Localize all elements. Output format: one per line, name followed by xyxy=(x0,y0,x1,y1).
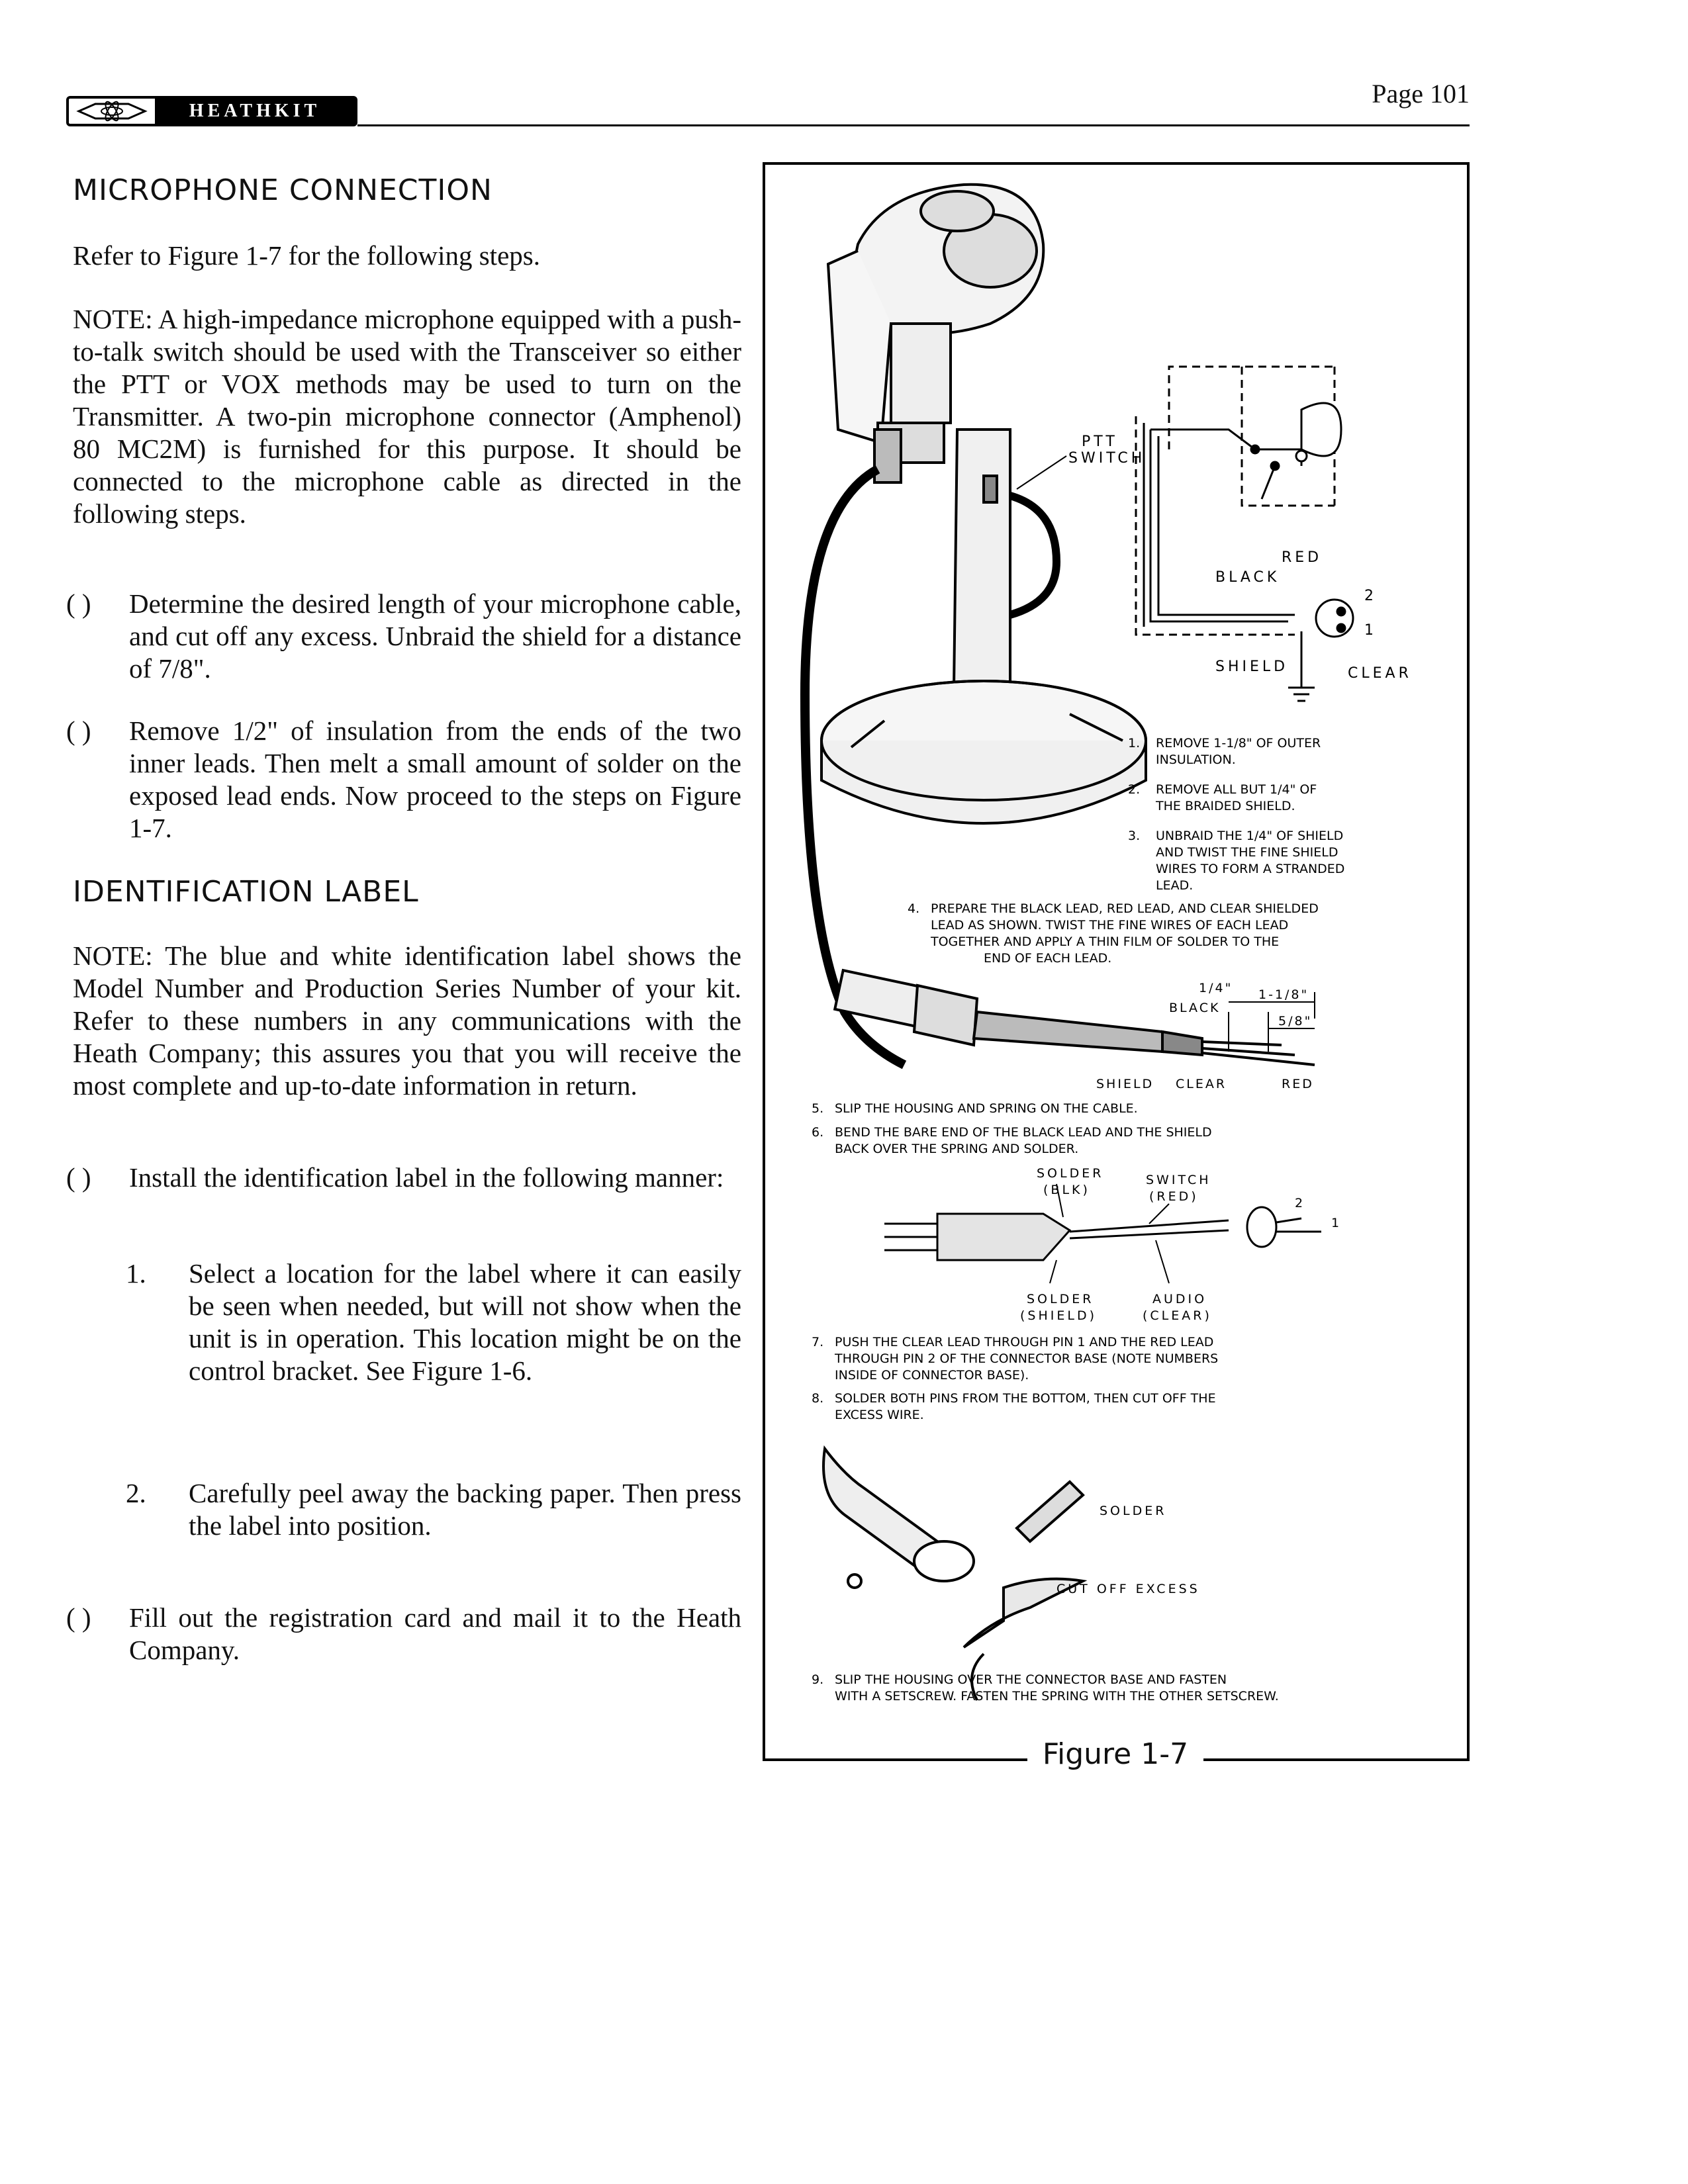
label-shield: SHIELD xyxy=(1215,659,1288,675)
numbered-substep: 1. Select a location for the label where… xyxy=(126,1258,741,1386)
label-pin-2: 2 xyxy=(1295,1196,1305,1210)
checklist-step: ( ) Remove 1/2" of insulation from the e… xyxy=(66,715,741,843)
microphone-head-icon xyxy=(826,183,1045,445)
svg-text:EXCESS WIRE.: EXCESS WIRE. xyxy=(835,1408,924,1422)
label-audio: AUDIO xyxy=(1152,1292,1207,1306)
svg-text:SOLDER BOTH PINS FROM THE BOTT: SOLDER BOTH PINS FROM THE BOTTOM, THEN C… xyxy=(835,1391,1216,1406)
section-title-identification: IDENTIFICATION LABEL xyxy=(73,875,419,909)
numbered-substep: 2. Carefully peel away the backing paper… xyxy=(126,1478,741,1541)
fig-step-num: 9. xyxy=(812,1672,823,1687)
wiring-schematic xyxy=(1135,365,1354,702)
label-shield: SHIELD xyxy=(1096,1077,1154,1091)
figure-frame xyxy=(763,162,1470,1758)
header-rule xyxy=(357,124,1470,126)
checkbox[interactable]: ( ) xyxy=(66,1162,91,1193)
svg-text:SLIP THE HOUSING OVER THE CONN: SLIP THE HOUSING OVER THE CONNECTOR BASE… xyxy=(835,1672,1227,1687)
label-shield-paren: (SHIELD) xyxy=(1020,1308,1097,1323)
svg-text:AND TWIST THE FINE SHIELD: AND TWIST THE FINE SHIELD xyxy=(1156,845,1338,860)
label-red: RED xyxy=(1282,549,1322,566)
cable-prep-illustration xyxy=(833,968,1315,1066)
mic-intro: Refer to Figure 1-7 for the following st… xyxy=(73,240,540,271)
checkbox[interactable]: ( ) xyxy=(66,715,91,746)
heathkit-logo: HEATHKIT xyxy=(66,96,357,126)
svg-text:WITH A SETSCREW. FASTEN THE SP: WITH A SETSCREW. FASTEN THE SPRING WITH … xyxy=(835,1689,1279,1704)
fig-step-num: 3. xyxy=(1128,829,1140,843)
mic-neck-icon xyxy=(873,322,1011,689)
label-quarter-inch: 1/4" xyxy=(1199,981,1233,995)
fig-step-num: 4. xyxy=(908,901,919,916)
svg-text:THE BRAIDED SHIELD.: THE BRAIDED SHIELD. xyxy=(1155,799,1295,813)
fig-step-text: SLIP THE HOUSING AND SPRING ON THE CABLE… xyxy=(835,1101,1138,1116)
svg-text:TOGETHER AND APPLY A THIN FILM: TOGETHER AND APPLY A THIN FILM OF SOLDER… xyxy=(930,934,1279,949)
label-black: BLACK xyxy=(1169,1001,1220,1015)
fig-step-num: 6. xyxy=(812,1125,823,1140)
svg-text:BEND THE BARE END OF THE BLACK: BEND THE BARE END OF THE BLACK LEAD AND … xyxy=(835,1125,1212,1140)
figure-1-7-illustration: PTT SWITCH RED BLACK 2 1 SHIELD CLEAR 1.… xyxy=(800,183,1412,1704)
label-switch: SWITCH xyxy=(1146,1173,1211,1187)
fig-step-text: REMOVE 1-1/8" OF OUTER xyxy=(1156,736,1321,751)
label-five-eighth: 5/8" xyxy=(1278,1014,1312,1028)
mic-note: NOTE: A high-impedance microphone equipp… xyxy=(73,304,741,529)
spring-connector-illustration xyxy=(884,1183,1321,1284)
label-ptt: PTT xyxy=(1082,433,1118,450)
checklist-step: ( ) Install the identification label in … xyxy=(66,1162,724,1193)
label-pin-2: 2 xyxy=(1364,588,1374,604)
svg-text:LEAD AS SHOWN. TWIST THE FINE: LEAD AS SHOWN. TWIST THE FINE WIRES OF E… xyxy=(931,918,1288,933)
svg-text:REMOVE ALL BUT 1/4" OF: REMOVE ALL BUT 1/4" OF xyxy=(1156,782,1317,797)
label-solder: SOLDER xyxy=(1027,1292,1094,1306)
soldering-illustration xyxy=(822,1445,1088,1701)
label-one-eighth: 1-1/8" xyxy=(1258,987,1309,1002)
fig-step-num: 1. xyxy=(1128,736,1140,751)
fig-step-num: 2. xyxy=(1128,782,1140,797)
label-solder: SOLDER xyxy=(1037,1166,1103,1181)
figure-caption: Figure 1-7 xyxy=(1033,1737,1198,1771)
checkbox[interactable]: ( ) xyxy=(66,588,91,619)
svg-text:BACK OVER THE SPRING AND SOLDE: BACK OVER THE SPRING AND SOLDER. xyxy=(835,1142,1078,1156)
label-pin-1: 1 xyxy=(1364,622,1374,639)
svg-text:UNBRAID THE 1/4" OF SHIELD: UNBRAID THE 1/4" OF SHIELD xyxy=(1156,829,1343,843)
svg-text:INSIDE OF CONNECTOR BASE).: INSIDE OF CONNECTOR BASE). xyxy=(835,1368,1029,1383)
label-switch: SWITCH xyxy=(1068,450,1145,467)
svg-text:THROUGH PIN 2 OF THE CONNECTOR: THROUGH PIN 2 OF THE CONNECTOR BASE (NOT… xyxy=(834,1351,1218,1366)
label-clear-paren: (CLEAR) xyxy=(1143,1308,1212,1323)
page-number: Page 101 xyxy=(1372,79,1470,109)
checklist-step: ( ) Fill out the registration card and m… xyxy=(66,1602,741,1665)
svg-text:PREPARE THE BLACK LEAD, RED LE: PREPARE THE BLACK LEAD, RED LEAD, AND CL… xyxy=(931,901,1319,916)
svg-text:WIRES TO FORM A STRANDED: WIRES TO FORM A STRANDED xyxy=(1156,862,1344,876)
mic-stand-base-icon xyxy=(820,680,1147,825)
atom-emblem-icon xyxy=(69,99,155,124)
fig-step-num: 7. xyxy=(812,1335,823,1349)
id-note: NOTE: The blue and white identification … xyxy=(73,940,741,1101)
label-red: RED xyxy=(1282,1077,1314,1091)
section-title-microphone: MICROPHONE CONNECTION xyxy=(73,173,492,207)
caption-rule-right xyxy=(1203,1758,1470,1761)
label-pin-1: 1 xyxy=(1331,1216,1342,1230)
svg-text:PUSH THE CLEAR LEAD THROUGH PI: PUSH THE CLEAR LEAD THROUGH PIN 1 AND TH… xyxy=(835,1335,1213,1349)
label-cut-off-excess: CUT OFF EXCESS xyxy=(1056,1582,1200,1596)
fig-step-num: 5. xyxy=(812,1101,823,1116)
svg-text:INSULATION.: INSULATION. xyxy=(1156,752,1236,767)
label-solder: SOLDER xyxy=(1100,1504,1166,1518)
mic-cable xyxy=(800,465,907,1069)
label-black: BLACK xyxy=(1215,569,1280,586)
svg-text:LEAD.: LEAD. xyxy=(1156,878,1193,893)
svg-text:END OF EACH LEAD.: END OF EACH LEAD. xyxy=(984,951,1111,966)
checklist-step: ( ) Determine the desired length of your… xyxy=(66,588,741,684)
label-blk: (BLK) xyxy=(1043,1183,1090,1197)
label-red-paren: (RED) xyxy=(1149,1189,1199,1204)
checkbox[interactable]: ( ) xyxy=(66,1602,91,1633)
logo-wordmark: HEATHKIT xyxy=(155,99,355,124)
label-clear: CLEAR xyxy=(1176,1077,1227,1091)
caption-rule-left xyxy=(763,1758,1027,1761)
label-clear: CLEAR xyxy=(1348,665,1412,682)
fig-step-num: 8. xyxy=(812,1391,823,1406)
